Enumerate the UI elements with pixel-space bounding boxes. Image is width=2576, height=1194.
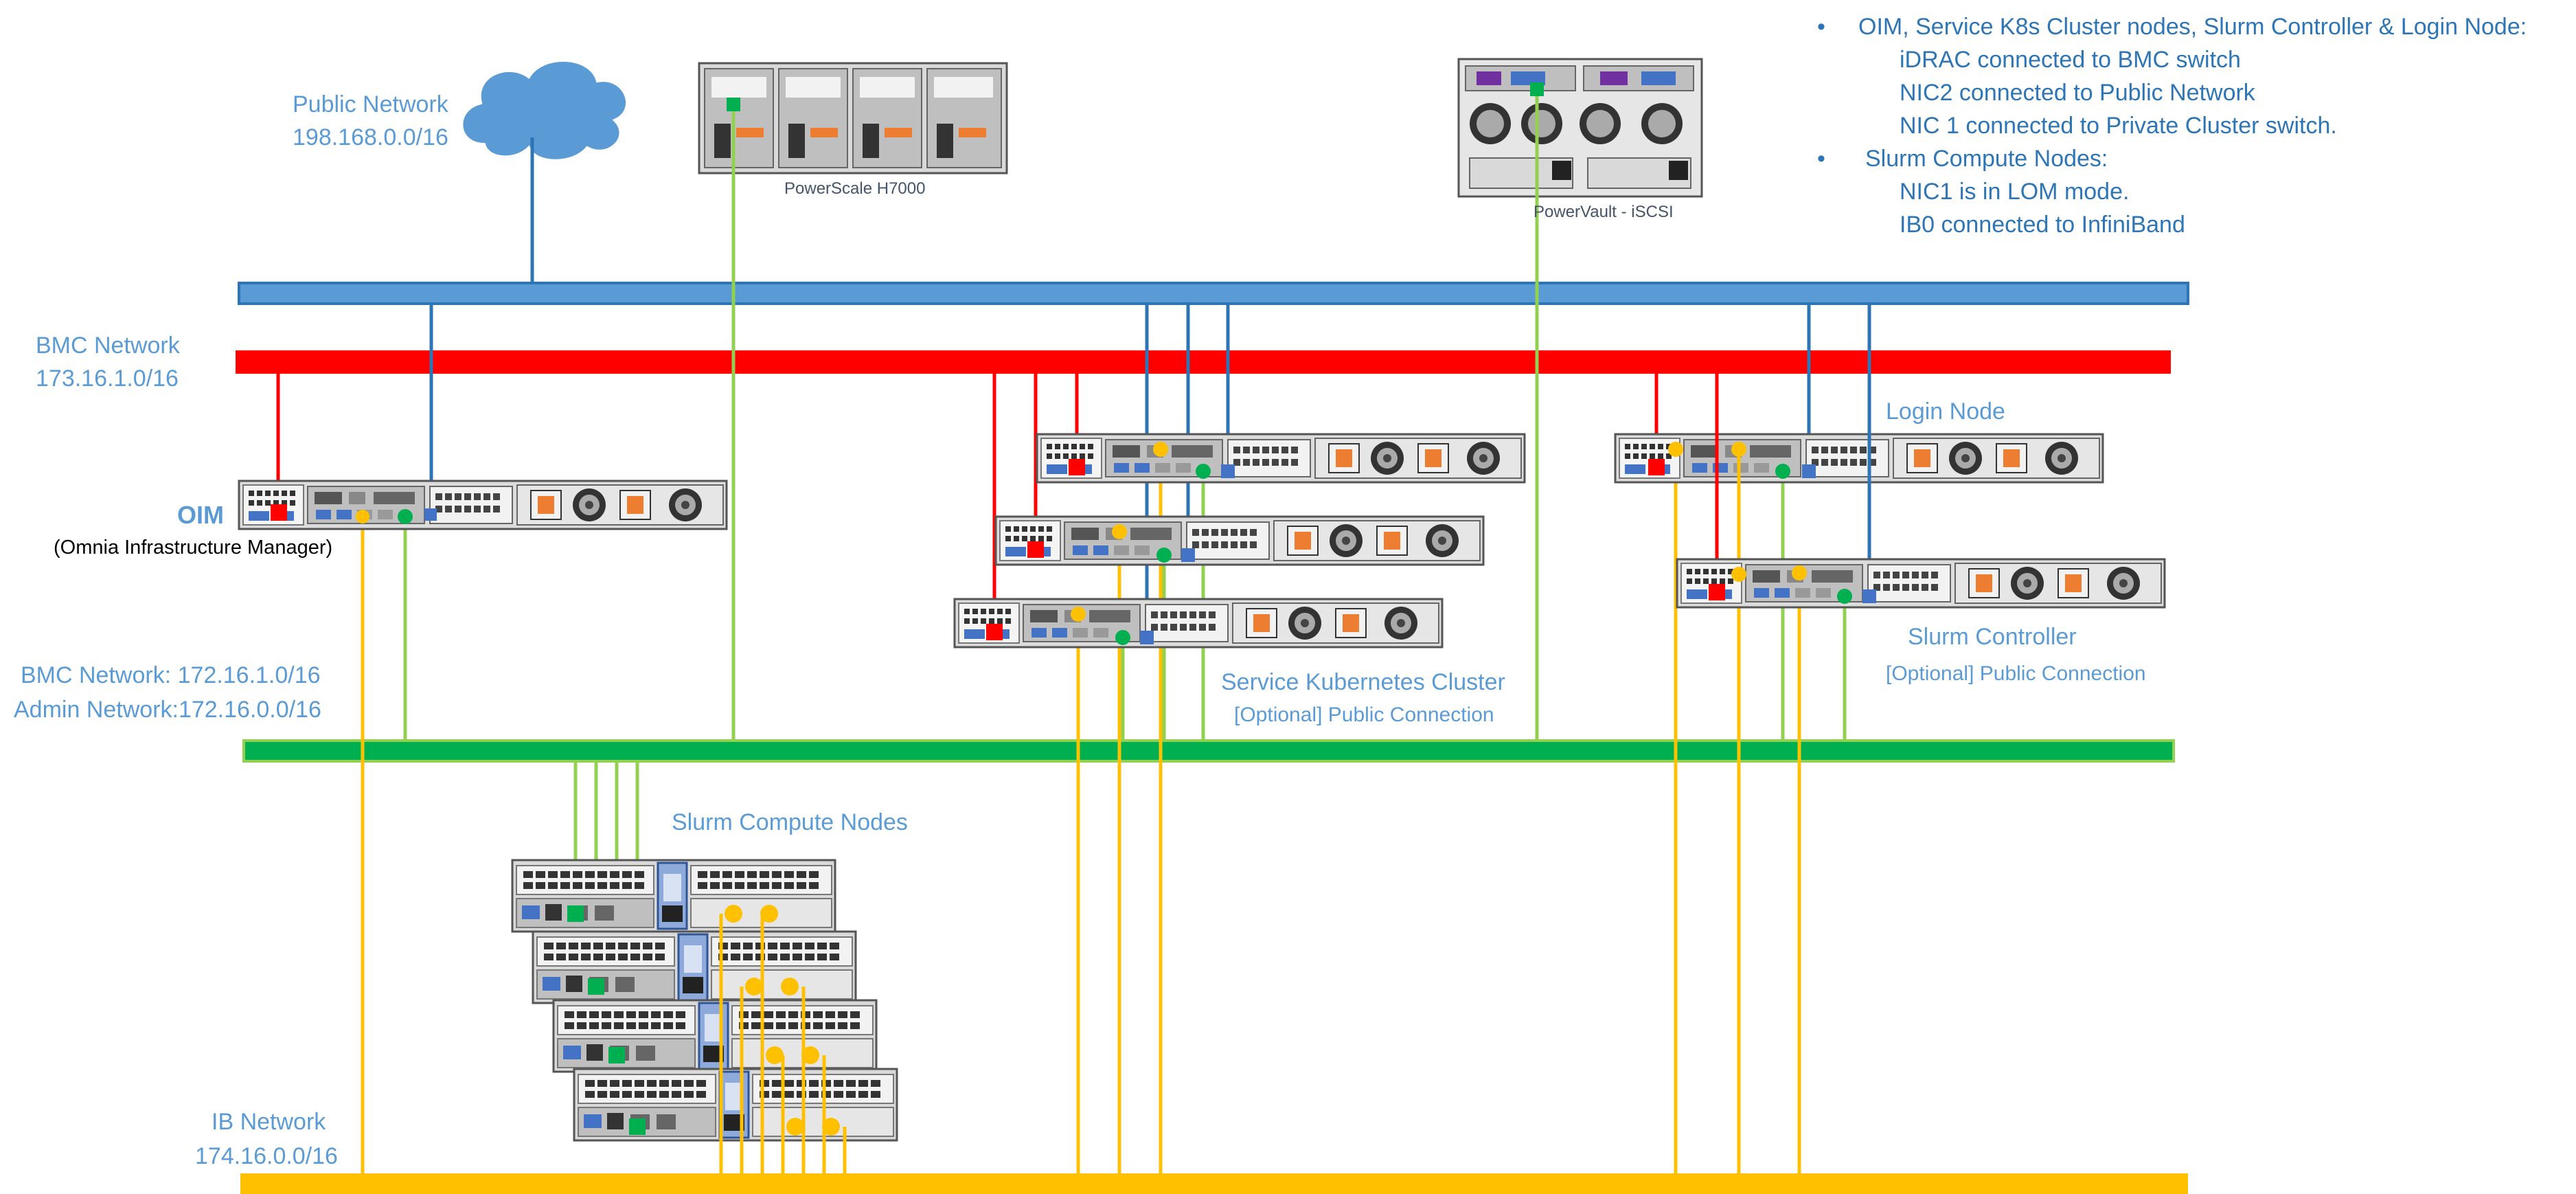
compute-nodes-title: Slurm Compute Nodes — [672, 809, 908, 835]
k8s-node-1 — [1036, 433, 1526, 484]
k8s-node-2 — [994, 515, 1485, 566]
public-network-subnet: 198.168.0.0/16 — [293, 124, 448, 150]
slurm-controller-optional-public: [Optional] Public Connection — [1886, 662, 2146, 685]
compute-node-2 — [532, 930, 857, 1004]
slurm-controller-server — [1676, 442, 2166, 609]
ib-network-subnet: 174.16.0.0/16 — [195, 1143, 338, 1169]
note-2: iDRAC connected to BMC switch — [1900, 47, 2241, 73]
admin-network-bus — [242, 739, 2175, 763]
compute-node-1 — [511, 859, 836, 933]
note-3: NIC2 connected to Public Network — [1900, 80, 2256, 106]
notes-panel: • OIM, Service K8s Cluster nodes, Slurm … — [1817, 14, 2527, 238]
bmc-network-bus — [236, 350, 2171, 374]
admin-network-label: Admin Network:172.16.0.0/16 — [14, 697, 321, 723]
compute-node-4 — [573, 1068, 898, 1142]
powerscale-label: PowerScale H7000 — [784, 179, 925, 198]
note-6: NIC1 is in LOM mode. — [1900, 179, 2129, 205]
oim-subtitle: (Omnia Infrastructure Manager) — [54, 537, 332, 559]
public-network-bus — [238, 282, 2189, 305]
login-node-server — [1614, 433, 2104, 484]
admin-bmc-network-label: BMC Network: 172.16.1.0/16 — [21, 662, 321, 688]
powervault-nic-port — [1530, 82, 1544, 96]
compute-node-3 — [552, 999, 878, 1073]
note-7: IB0 connected to InfiniBand — [1900, 212, 2185, 238]
login-node-title: Login Node — [1886, 398, 2005, 425]
svg-text:•: • — [1817, 146, 1825, 172]
svg-text:•: • — [1817, 14, 1825, 40]
public-network-name: Public Network — [293, 91, 449, 117]
k8s-node-3 — [953, 598, 1444, 649]
k8s-optional-public: [Optional] Public Connection — [1234, 703, 1494, 726]
powerscale-h7000-chassis — [698, 62, 1008, 174]
powervault-label: PowerVault - iSCSI — [1534, 203, 1674, 221]
k8s-cluster-title: Service Kubernetes Cluster — [1221, 669, 1505, 695]
oim-server — [238, 480, 728, 530]
slurm-controller-title: Slurm Controller — [1908, 624, 2077, 650]
note-1: OIM, Service K8s Cluster nodes, Slurm Co… — [1858, 14, 2527, 40]
note-4: NIC 1 connected to Private Cluster switc… — [1900, 113, 2337, 139]
ib-network-name: IB Network — [212, 1109, 326, 1135]
bmc-network-subnet: 173.16.1.0/16 — [36, 365, 179, 392]
note-5: Slurm Compute Nodes: — [1865, 146, 2108, 172]
bmc-network-name: BMC Network — [36, 333, 181, 359]
cloud-icon — [460, 58, 628, 162]
oim-title: OIM — [177, 501, 224, 529]
powerscale-nic-port — [727, 98, 740, 111]
powervault-iscsi-chassis — [1457, 58, 1703, 198]
ib-network-bus — [240, 1173, 2188, 1194]
